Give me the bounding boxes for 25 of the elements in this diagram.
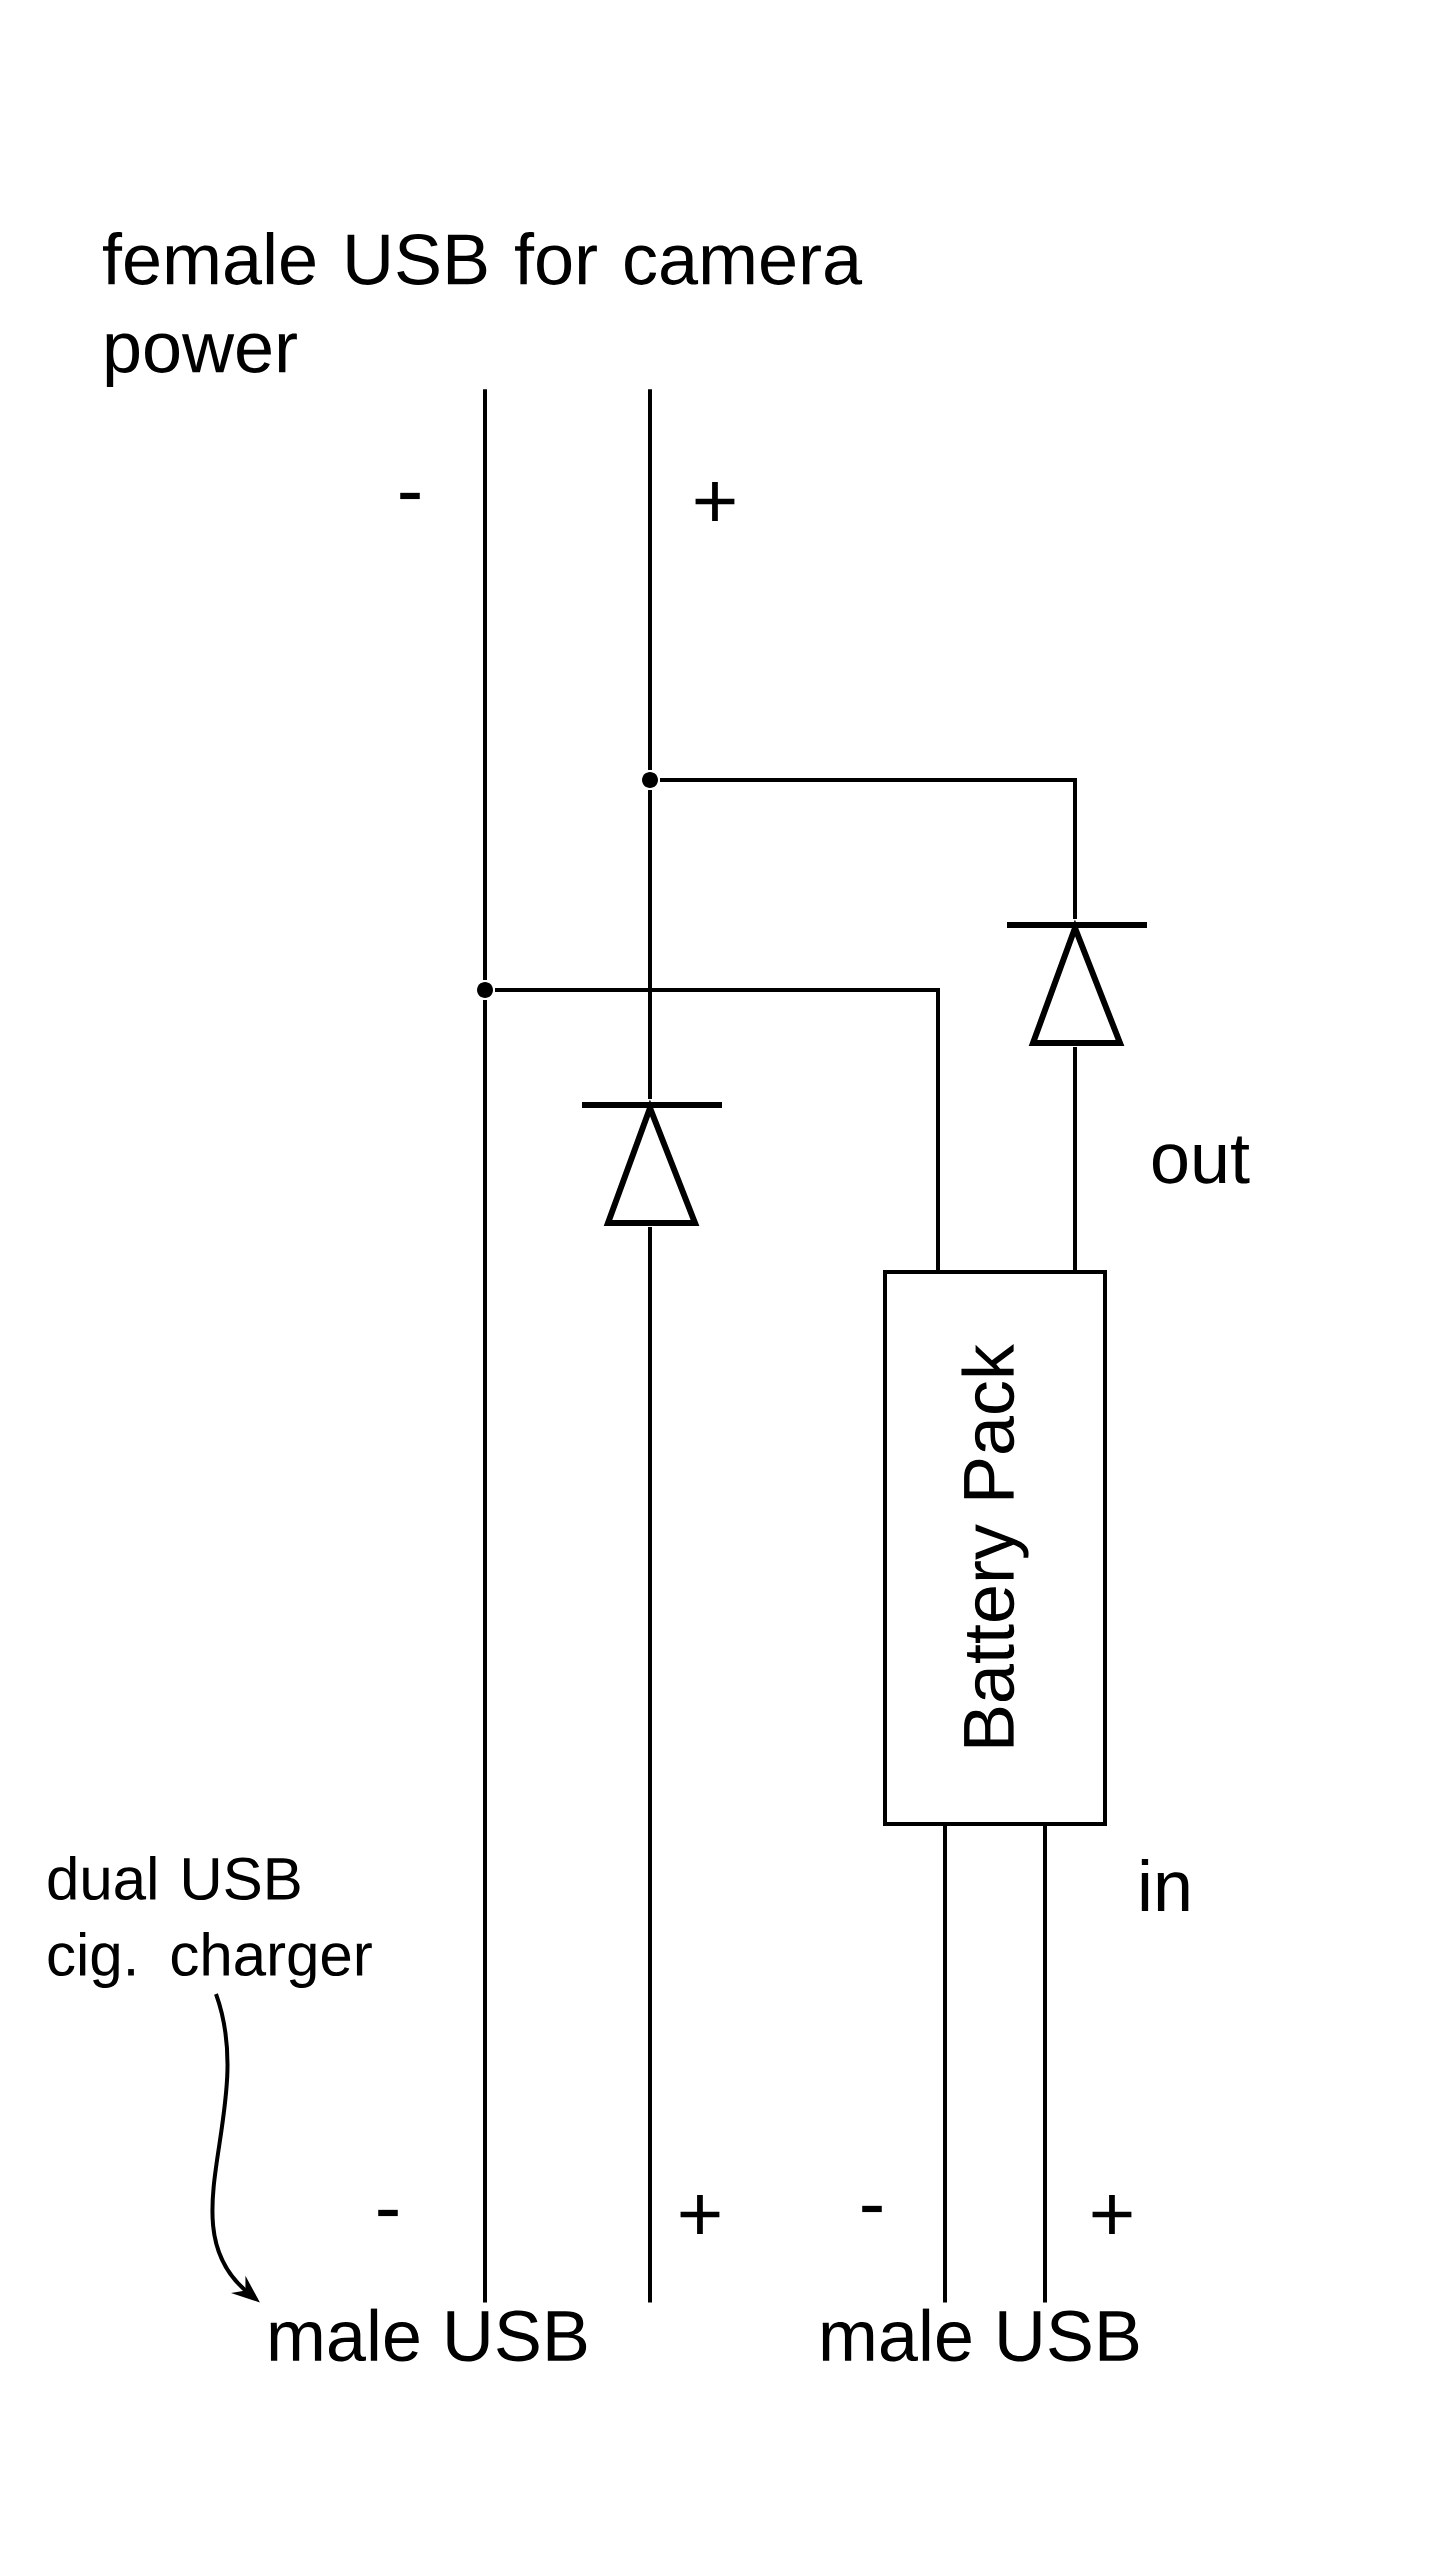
battery-box: Battery Pack bbox=[883, 1270, 1107, 1826]
port-label: out bbox=[1152, 1136, 1250, 1184]
wire bbox=[1043, 1826, 1047, 2303]
title: female USB for camera power bbox=[103, 232, 863, 388]
wire bbox=[648, 389, 652, 770]
wire bbox=[483, 389, 487, 980]
wire bbox=[660, 778, 1077, 919]
connector-label: male USB bbox=[822, 2308, 1139, 2362]
junction-dot bbox=[642, 772, 658, 788]
junction-dot bbox=[477, 982, 493, 998]
wire bbox=[495, 988, 940, 1270]
note-text: dual USB cig. charger bbox=[48, 1856, 372, 1988]
pin-label: + bbox=[1092, 2194, 1132, 2235]
wire bbox=[648, 1227, 652, 2303]
pin-label: + bbox=[680, 2194, 720, 2235]
connector-label: male USB bbox=[270, 2308, 587, 2362]
wire bbox=[483, 1000, 487, 2303]
pin-label: + bbox=[695, 481, 735, 522]
pin-label: - bbox=[378, 2209, 398, 2217]
pin-label: - bbox=[862, 2205, 882, 2213]
wire bbox=[648, 790, 652, 1099]
pin-label: - bbox=[400, 492, 420, 500]
wire bbox=[943, 1826, 947, 2303]
port-label: in bbox=[1141, 1858, 1189, 1912]
wire bbox=[1073, 1047, 1077, 1270]
